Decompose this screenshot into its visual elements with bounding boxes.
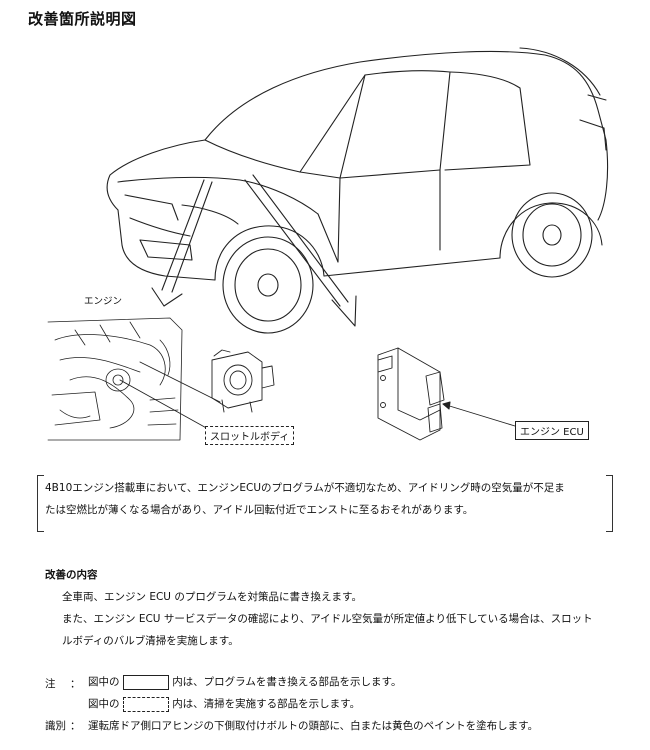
engine-ecu-illustration bbox=[377, 347, 445, 441]
note-colon: ： bbox=[70, 678, 81, 690]
identification-text: 運転席ドア側口アヒンジの下側取付けボルトの頭部に、白または黄色のペイントを塗布し… bbox=[88, 720, 539, 732]
improvement-line-2: また、エンジン ECU サービスデータの確認により、アイドル空気量が所定値より低… bbox=[62, 613, 593, 625]
car-illustration bbox=[106, 47, 609, 334]
note-solid-row: 図中の 内は、プログラムを書き換える部品を示します。 bbox=[88, 674, 402, 690]
note-dashed-row: 図中の 内は、清掃を実施する部品を示します。 bbox=[88, 696, 360, 712]
improvement-line-1: 全車両、エンジン ECU のプログラムを対策品に書き換えます。 bbox=[62, 591, 362, 603]
engine-label: エンジン bbox=[84, 296, 123, 307]
engine-illustration bbox=[47, 317, 183, 441]
note-dashed-text: 内は、清掃を実施する部品を示します。 bbox=[172, 698, 361, 710]
note-dashed-prefix: 図中の bbox=[88, 698, 120, 710]
note-label: 注 bbox=[45, 678, 56, 690]
engine-ecu-label: エンジン ECU bbox=[515, 421, 589, 440]
notice-bracket-right bbox=[606, 475, 613, 532]
dashed-box-sample bbox=[122, 696, 169, 712]
throttle-body-illustration bbox=[211, 349, 275, 413]
notice-line-1: 4B10エンジン搭載車において、エンジンECUのプログラムが不適切なため、アイド… bbox=[45, 482, 565, 494]
arrow-to-engine bbox=[151, 179, 213, 307]
improvement-heading: 改善の内容 bbox=[45, 569, 98, 581]
notice-line-2: たは空燃比が薄くなる場合があり、アイドル回転付近でエンストに至るおそれがあります… bbox=[45, 504, 474, 516]
page-title: 改善箇所説明図 bbox=[28, 10, 137, 28]
notice-bracket-left bbox=[37, 475, 44, 532]
solid-box-sample bbox=[122, 674, 169, 690]
improvement-diagram bbox=[47, 47, 609, 441]
improvement-line-3: ルボディのバルブ清掃を実施します。 bbox=[62, 635, 239, 647]
defect-notice: 4B10エンジン搭載車において、エンジンECUのプログラムが不適切なため、アイド… bbox=[45, 477, 605, 521]
arrow-to-ecu bbox=[244, 174, 357, 327]
throttle-body-label: スロットルボディ bbox=[205, 426, 295, 445]
identification-colon: ： bbox=[70, 720, 81, 732]
identification-label: 識別 bbox=[45, 720, 66, 732]
note-solid-prefix: 図中の bbox=[88, 676, 120, 688]
note-solid-text: 内は、プログラムを書き換える部品を示します。 bbox=[172, 676, 402, 688]
